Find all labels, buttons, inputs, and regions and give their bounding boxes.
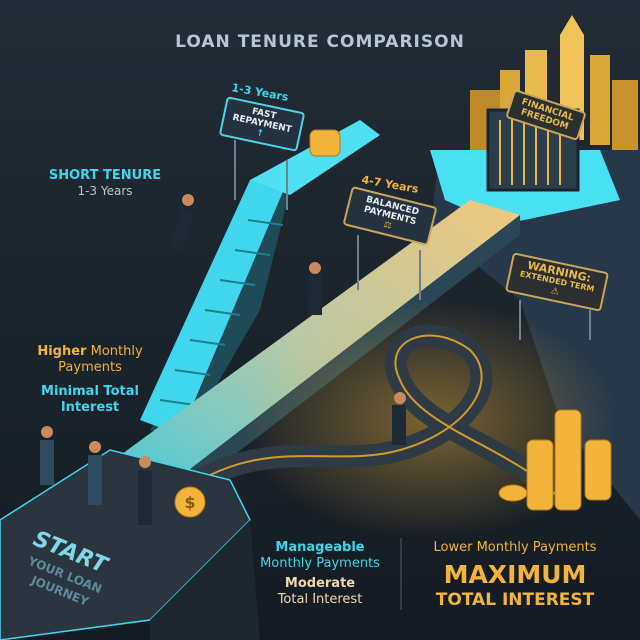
short-payments: Higher Monthly [10, 344, 170, 359]
long-interest-line1: MAXIMUM [443, 560, 587, 589]
short-interest-line2: Interest [60, 400, 120, 415]
city-skyline-icon [470, 15, 638, 150]
scales-icon: ⚖ [382, 219, 393, 232]
page-title: LOAN TENURE COMPARISON [175, 32, 465, 52]
svg-text:$: $ [184, 493, 195, 512]
short-interest-line1: Minimal Total [41, 384, 139, 399]
gate-icon [486, 108, 580, 192]
medium-interest-line1: Moderate [284, 576, 356, 591]
coin-stacks-icon [309, 129, 612, 511]
up-arrow-icon: ↑ [255, 128, 265, 140]
businesspeople-icon [40, 194, 406, 525]
short-payments-strong: Higher [37, 344, 87, 359]
dollar-coin-icon [174, 486, 206, 518]
medium-interest-line2: Total Interest [277, 592, 363, 607]
medium-payments-line2: Monthly Payments [260, 556, 380, 571]
short-tenure-heading: SHORT TENURE [48, 168, 162, 183]
short-payments-line2: Payments [58, 360, 122, 375]
short-tenure-stairs [140, 120, 380, 440]
medium-payments-line1: Manageable [275, 540, 365, 555]
short-tenure-years: 1-3 Years [77, 184, 133, 198]
long-payments: Lower Monthly Payments [433, 540, 597, 555]
short-payments-rest: Monthly [86, 344, 143, 359]
warning-triangle-icon: ⚠ [549, 286, 560, 298]
long-tenure-winding-path [163, 300, 620, 540]
long-interest-line2: TOTAL INTEREST [435, 590, 595, 610]
